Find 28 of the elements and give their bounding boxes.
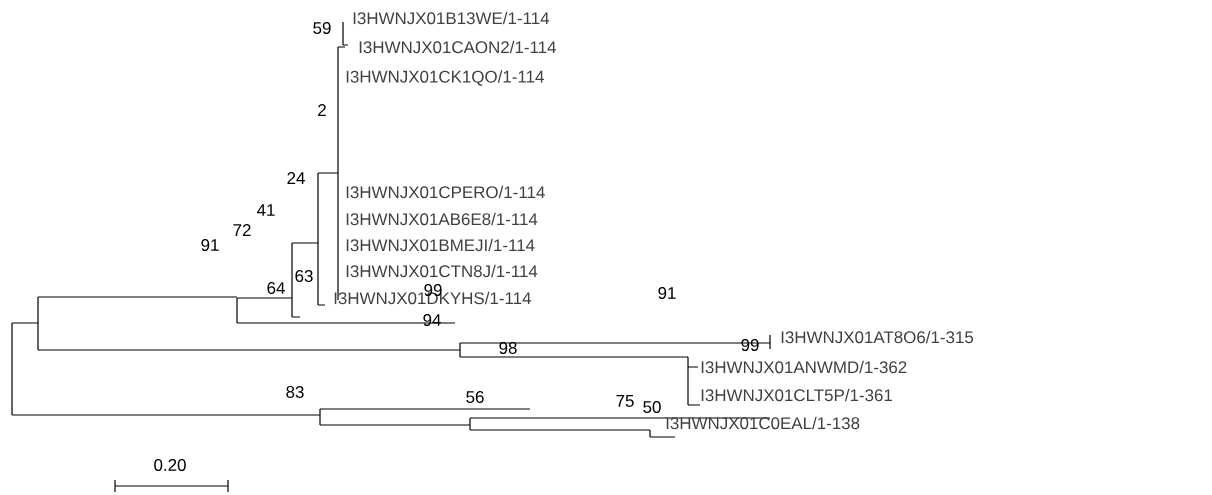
bootstrap-value: 2 [318,104,326,116]
bootstrap-value: 75 [616,395,634,407]
bootstrap-value: 24 [287,172,305,184]
leaf-label: I3HWNJX01ANWMD/1-362 [701,360,907,374]
bootstrap-value: 50 [643,401,661,413]
bootstrap-value: 91 [658,287,676,299]
bootstrap-value: 94 [423,314,441,326]
bootstrap-value: 56 [466,391,484,403]
bootstrap-value: 41 [257,204,275,216]
bootstrap-value: 98 [499,342,517,354]
leaf-label: I3HWNJX01B13WE/1-114 [353,11,550,25]
leaf-label: I3HWNJX01CAON2/1-114 [359,40,556,54]
leaf-label: I3HWNJX01CTN8J/1-114 [346,264,538,278]
bootstrap-value: 91 [201,239,219,251]
bootstrap-value: 99 [741,339,759,351]
leaf-label: I3HWNJX01C0EAL/1-138 [666,416,860,430]
leaf-label: I3HWNJX01CLT5P/1-361 [701,388,892,402]
leaf-label: I3HWNJX01CPERO/1-114 [346,185,545,199]
scale-value: 0.20 [154,459,186,471]
bootstrap-value: 64 [267,282,285,294]
bootstrap-value: 59 [313,22,331,34]
leaf-label: I3HWNJX01BMEJI/1-114 [346,238,535,252]
bootstrap-value: 72 [233,224,251,236]
leaf-label: I3HWNJX01AT8O6/1-315 [781,330,974,344]
bootstrap-value: 63 [295,270,313,282]
leaf-label: I3HWNJX01AB6E8/1-114 [346,212,538,226]
leaf-label: I3HWNJX01CK1QO/1-114 [346,70,544,86]
bootstrap-value: 83 [286,386,304,398]
